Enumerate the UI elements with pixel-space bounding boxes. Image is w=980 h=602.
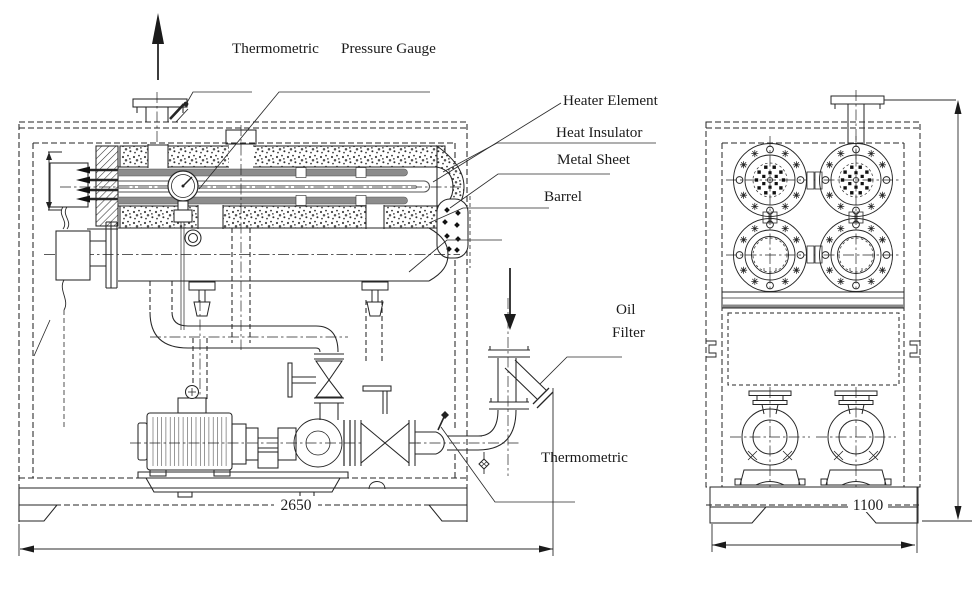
pressure-gauge-icon [167, 170, 202, 330]
pipeline-sensor-icon [437, 411, 449, 431]
label-barrel: Barrel [544, 188, 582, 205]
motor-pump-unit [130, 384, 420, 498]
gate-valve-icon [354, 385, 416, 466]
terminal-boxes [55, 206, 91, 430]
label-thermometric-bottom: Thermometric [541, 449, 628, 466]
heater-flange-circles [726, 136, 900, 300]
label-heat-insulator: Heat Insulator [556, 124, 642, 141]
leader-barrel-lower [408, 239, 502, 273]
element-terminal-arrows [76, 166, 118, 203]
dimension-length: 2650 [281, 497, 312, 514]
side-view [18, 13, 554, 522]
lower-barrel [44, 221, 460, 317]
leader-metal-sheet [449, 173, 610, 209]
label-heater-element: Heater Element [563, 92, 659, 109]
leader-barrel [428, 207, 549, 224]
leader-pressure-gauge [198, 91, 430, 190]
globe-valve-icon [287, 360, 344, 420]
label-thermometric-top: Thermometric [232, 40, 319, 57]
dimensions: 2650 1100 [18, 99, 972, 556]
tank-outline [727, 312, 900, 386]
leader-oil-filter [539, 356, 622, 385]
callouts: Thermometric Pressure Gauge Heater Eleme… [184, 40, 659, 503]
support-rail [721, 291, 905, 309]
leader-thermometric-bottom [440, 426, 575, 503]
oil-filter-unit [488, 298, 554, 476]
heater-barrel [46, 125, 471, 350]
leader-heat-insulator [442, 142, 656, 173]
end-view [705, 90, 921, 524]
up-arrow-icon [152, 13, 164, 80]
metal-sheet-pad [436, 196, 471, 268]
label-oil-filter-line2: Filter [612, 324, 645, 341]
label-pressure-gauge: Pressure Gauge [341, 40, 436, 57]
leader-heater-element [432, 102, 562, 183]
down-arrow-icon [504, 268, 516, 330]
dimension-width: 1100 [853, 497, 884, 514]
label-metal-sheet: Metal Sheet [557, 151, 631, 168]
cabinet-frame [18, 121, 468, 522]
label-oil-filter-line1: Oil [616, 301, 635, 318]
leader-thermometric-top [184, 91, 252, 107]
end-pumps [729, 386, 897, 493]
